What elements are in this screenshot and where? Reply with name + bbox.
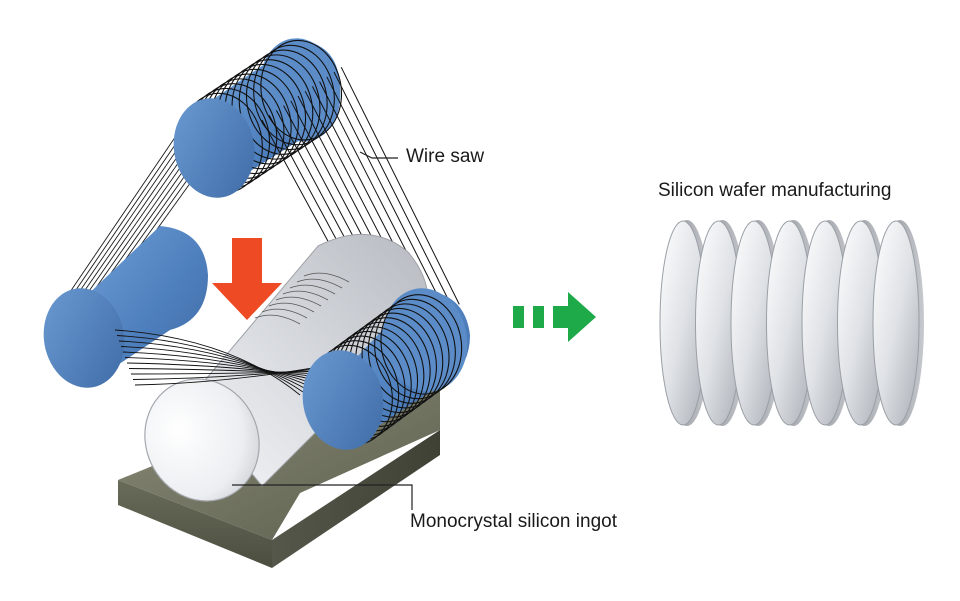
- wafer: [872, 220, 924, 426]
- wafer-manufacturing-label: Silicon wafer manufacturing: [658, 180, 892, 201]
- wire-saw-label: Wire saw: [406, 146, 485, 167]
- ingot-label: Monocrystal silicon ingot: [410, 511, 617, 532]
- right-arrow-icon: [513, 292, 596, 342]
- ingot-leader: [232, 484, 413, 510]
- wire-saw-leader: [359, 151, 398, 159]
- wire-saw-lower-wires: [114, 329, 331, 396]
- down-arrow-icon: [212, 238, 282, 320]
- left-roller: [43, 226, 208, 388]
- silicon-ingot: [144, 233, 429, 502]
- right-roller: [302, 288, 470, 450]
- silicon-wafers: [659, 220, 924, 426]
